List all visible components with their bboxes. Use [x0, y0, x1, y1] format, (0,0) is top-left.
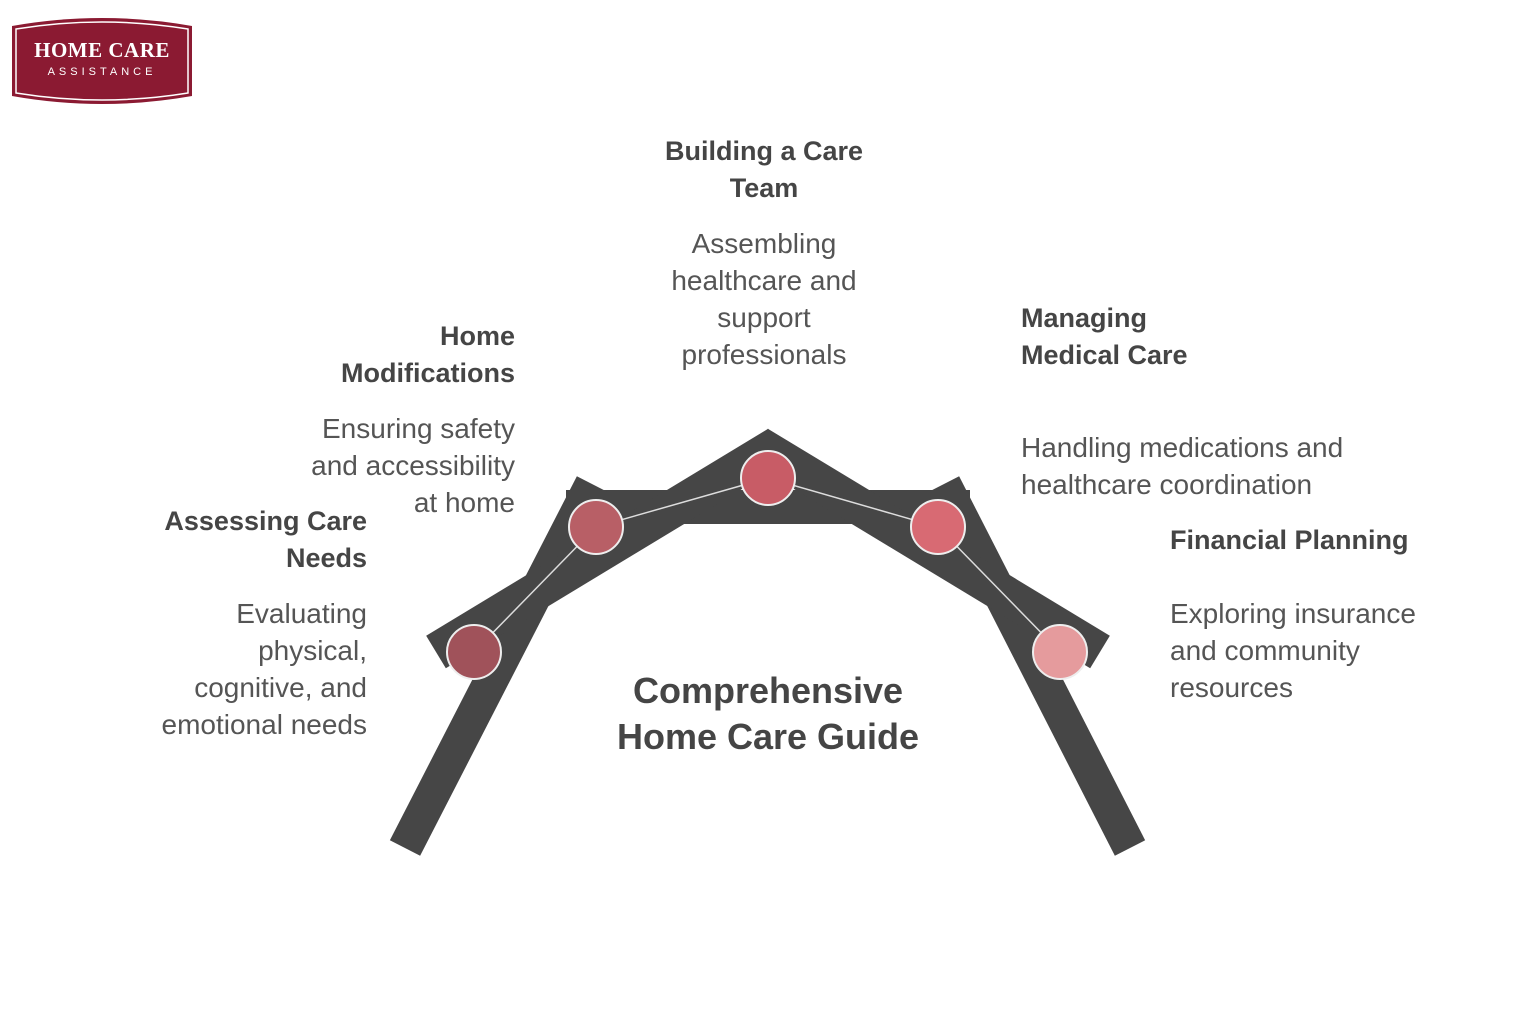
step-description-assessing: Evaluating physical, cognitive, and emot… [161, 598, 367, 740]
step-title-financial: Financial Planning [1170, 525, 1409, 555]
step-title-assessing: Assessing Care Needs [164, 506, 367, 573]
step-title-care-team: Building a Care Team [664, 136, 864, 203]
logo-main-text: HOME CARE [34, 38, 170, 62]
home-care-assistance-logo [12, 18, 192, 104]
step-title-home-modifications: Home Modifications [341, 321, 515, 388]
logo-sub-text: ASSISTANCE [47, 66, 157, 78]
step-description-financial: Exploring insurance and community resour… [1170, 598, 1416, 703]
step-node-financial [1032, 624, 1088, 680]
step-description-home-modifications: Ensuring safety and accessibility at hom… [311, 413, 515, 518]
step-node-assessing [446, 624, 502, 680]
step-title-medical-care: Managing Medical Care [1021, 303, 1188, 370]
center-title: Comprehensive Home Care Guide [616, 670, 920, 757]
left-leg [389, 476, 608, 856]
step-node-medical-care [910, 499, 966, 555]
step-description-medical-care: Handling medications and healthcare coor… [1021, 432, 1344, 500]
step-description-care-team: Assembling healthcare and support profes… [671, 228, 857, 370]
step-node-home-modifications [568, 499, 624, 555]
step-node-care-team [740, 450, 796, 506]
